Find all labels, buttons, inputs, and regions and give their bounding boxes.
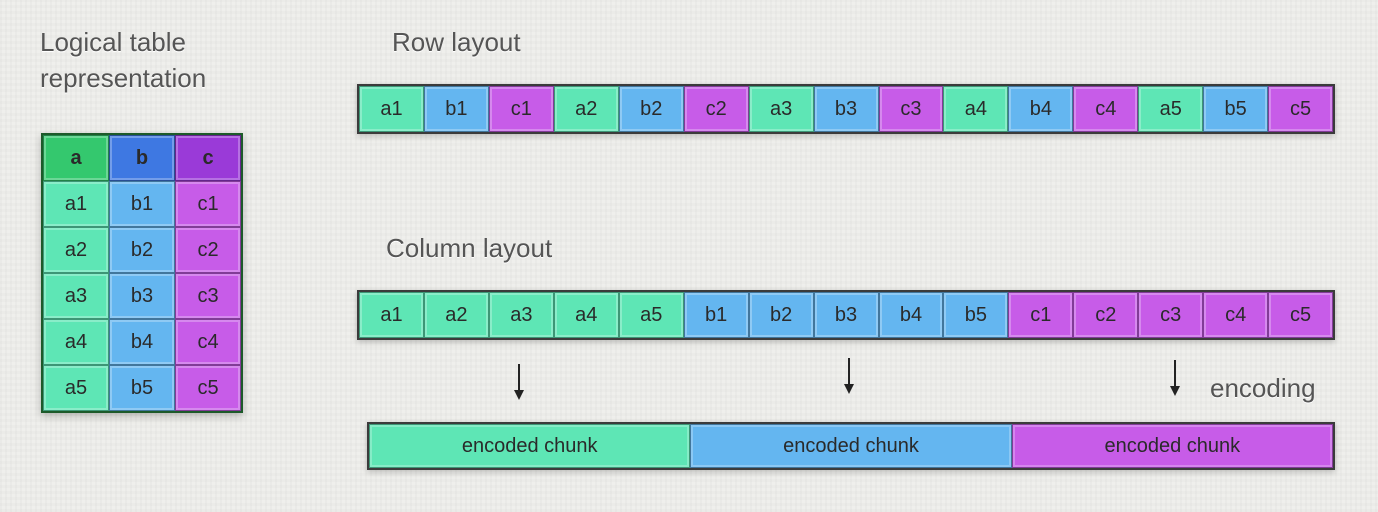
column-layout-cell: b5 xyxy=(943,292,1009,338)
row-layout-cell: a5 xyxy=(1138,86,1204,132)
table-cell: b3 xyxy=(109,273,175,319)
down-arrow-icon xyxy=(1170,360,1180,396)
column-layout-cell: a4 xyxy=(553,292,619,338)
table-cell: a4 xyxy=(43,319,109,365)
column-layout-cell: a1 xyxy=(359,292,424,338)
column-layout-cell: b4 xyxy=(878,292,944,338)
down-arrow-icon xyxy=(514,364,524,400)
column-layout-cell: b2 xyxy=(748,292,814,338)
row-layout-cell: c2 xyxy=(683,86,749,132)
table-cell: c4 xyxy=(175,319,241,365)
table-cell: c3 xyxy=(175,273,241,319)
table-cell: a1 xyxy=(43,181,109,227)
column-layout-title: Column layout xyxy=(386,233,553,263)
table-cell: c1 xyxy=(175,181,241,227)
column-layout-cell: a5 xyxy=(618,292,684,338)
column-layout-cell: a2 xyxy=(423,292,489,338)
column-layout-cell: b1 xyxy=(683,292,749,338)
down-arrow-icon xyxy=(844,358,854,394)
row-layout-cell: b1 xyxy=(423,86,489,132)
table-cell: b2 xyxy=(109,227,175,273)
row-layout-cell: a1 xyxy=(359,86,424,132)
column-layout-cell: b3 xyxy=(813,292,879,338)
row-layout-cell: c5 xyxy=(1268,86,1334,132)
column-layout-cell: c2 xyxy=(1073,292,1139,338)
encoding-label: encoding xyxy=(1210,373,1316,403)
table-cell: a2 xyxy=(43,227,109,273)
column-layout-cell: c3 xyxy=(1138,292,1204,338)
table-cell: c5 xyxy=(175,365,241,411)
row-layout-cell: a3 xyxy=(748,86,814,132)
logical-title-line-1: Logical table xyxy=(40,27,186,57)
row-layout-title: Row layout xyxy=(392,27,521,57)
logical-title-line-2: representation xyxy=(40,63,207,93)
table-cell: b4 xyxy=(109,319,175,365)
row-layout-cell: b2 xyxy=(618,86,684,132)
column-layout-cell: c4 xyxy=(1203,292,1269,338)
row-layout-cell: c1 xyxy=(488,86,554,132)
logical-table-title: Logical table representation xyxy=(40,24,206,96)
table-cell: b1 xyxy=(109,181,175,227)
encoded-chunk: encoded chunk xyxy=(690,424,1012,468)
column-layout-cell: c1 xyxy=(1008,292,1074,338)
table-header-cell: a xyxy=(43,135,109,181)
table-cell: c2 xyxy=(175,227,241,273)
row-layout-cell: b5 xyxy=(1203,86,1269,132)
column-layout-cell: a3 xyxy=(488,292,554,338)
row-layout-cell: a4 xyxy=(943,86,1009,132)
table-cell: b5 xyxy=(109,365,175,411)
table-cell: a5 xyxy=(43,365,109,411)
row-layout-cell: c4 xyxy=(1073,86,1139,132)
table-cell: a3 xyxy=(43,273,109,319)
row-layout-cell: b3 xyxy=(813,86,879,132)
table-header-cell: b xyxy=(109,135,175,181)
row-layout-cell: c3 xyxy=(878,86,944,132)
table-header-cell: c xyxy=(175,135,241,181)
column-layout-cell: c5 xyxy=(1268,292,1334,338)
encoded-chunk: encoded chunk xyxy=(369,424,691,468)
encoded-chunk: encoded chunk xyxy=(1011,424,1333,468)
row-layout-cell: a2 xyxy=(553,86,619,132)
row-layout-cell: b4 xyxy=(1008,86,1074,132)
